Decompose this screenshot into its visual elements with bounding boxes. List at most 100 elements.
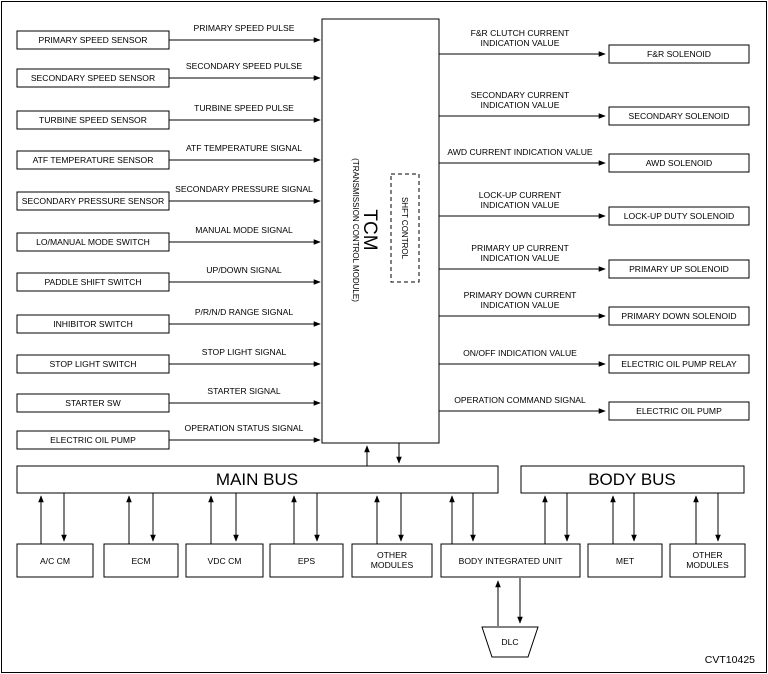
output-device-label: PRIMARY UP SOLENOID bbox=[629, 264, 729, 274]
output-device-label: F&R SOLENOID bbox=[647, 49, 711, 59]
output-device-label: LOCK-UP DUTY SOLENOID bbox=[624, 211, 734, 221]
output-device-box bbox=[608, 259, 750, 279]
input-device-label: INHIBITOR SWITCH bbox=[53, 319, 133, 329]
input-item: SECONDARY PRESSURE SENSOR SECONDARY PRESS… bbox=[16, 184, 321, 211]
tcm-block: TCM (TRANSMISSION CONTROL MODULE) SHFT C… bbox=[321, 18, 440, 444]
output-signal-label: LOCK-UP CURRENT bbox=[479, 190, 562, 200]
input-device-label: PADDLE SHIFT SWITCH bbox=[44, 277, 141, 287]
main-bus: MAIN BUS bbox=[16, 465, 499, 494]
input-device-label: SECONDARY PRESSURE SENSOR bbox=[22, 196, 164, 206]
output-device-box bbox=[608, 106, 750, 126]
body-bus: BODY BUS bbox=[520, 465, 745, 494]
output-signal-label: PRIMARY DOWN CURRENT bbox=[464, 290, 578, 300]
input-devices: PRIMARY SPEED SENSOR PRIMARY SPEED PULSE S… bbox=[16, 23, 321, 450]
input-signal-label: SECONDARY SPEED PULSE bbox=[186, 61, 302, 71]
input-item: ATF TEMPERATURE SENSOR ATF TEMPERATURE SI… bbox=[16, 143, 321, 170]
input-signal-label: STOP LIGHT SIGNAL bbox=[202, 347, 287, 357]
output-item: AWD SOLENOID AWD CURRENT INDICATION VALUE bbox=[439, 147, 750, 173]
module-label: VDC CM bbox=[208, 556, 242, 566]
output-device-box bbox=[608, 44, 750, 64]
module-box bbox=[16, 543, 94, 578]
output-device-box bbox=[608, 354, 750, 374]
figure-code: CVT10425 bbox=[705, 654, 755, 666]
input-device-label: LO/MANUAL MODE SWITCH bbox=[36, 237, 150, 247]
module-item: A/C CM bbox=[16, 543, 94, 578]
module-label: OTHER bbox=[377, 550, 407, 560]
output-device-label: ELECTRIC OIL PUMP bbox=[636, 406, 722, 416]
input-signal-label: SECONDARY PRESSURE SIGNAL bbox=[175, 184, 313, 194]
tcm-subtitle: (TRANSMISSION CONTROL MODULE) bbox=[351, 158, 360, 302]
output-item: LOCK-UP DUTY SOLENOID LOCK-UP CURRENTINDI… bbox=[439, 190, 750, 226]
output-signal-label: SECONDARY CURRENT bbox=[471, 90, 570, 100]
input-signal-label: MANUAL MODE SIGNAL bbox=[195, 225, 293, 235]
output-signal-label: ON/OFF INDICATION VALUE bbox=[463, 348, 577, 358]
output-device-label: PRIMARY DOWN SOLENOID bbox=[621, 311, 736, 321]
output-signal-label: INDICATION VALUE bbox=[481, 100, 560, 110]
module-item: BODY INTEGRATED UNIT bbox=[440, 543, 581, 578]
output-item: SECONDARY SOLENOID SECONDARY CURRENTINDIC… bbox=[439, 90, 750, 126]
output-signal-label: INDICATION VALUE bbox=[481, 300, 560, 310]
main-bus-label: MAIN BUS bbox=[216, 470, 298, 489]
output-signal-label: F&R CLUTCH CURRENT bbox=[471, 28, 571, 38]
output-item: ELECTRIC OIL PUMP OPERATION COMMAND SIGNA… bbox=[439, 395, 750, 421]
output-signal-label: INDICATION VALUE bbox=[481, 253, 560, 263]
output-item: PRIMARY UP SOLENOID PRIMARY UP CURRENTIND… bbox=[439, 243, 750, 279]
module-label: MODULES bbox=[686, 560, 729, 570]
output-device-box bbox=[608, 153, 750, 173]
module-box bbox=[440, 543, 581, 578]
module-box bbox=[185, 543, 264, 578]
module-label: EPS bbox=[298, 556, 315, 566]
input-signal-label: ATF TEMPERATURE SIGNAL bbox=[186, 143, 302, 153]
module-label: OTHER bbox=[692, 550, 722, 560]
shift-control-box bbox=[390, 173, 420, 283]
input-device-label: PRIMARY SPEED SENSOR bbox=[38, 35, 147, 45]
output-device-box bbox=[608, 306, 750, 326]
input-signal-label: OPERATION STATUS SIGNAL bbox=[185, 423, 304, 433]
input-item: SECONDARY SPEED SENSOR SECONDARY SPEED PU… bbox=[16, 61, 321, 88]
output-device-label: ELECTRIC OIL PUMP RELAY bbox=[621, 359, 737, 369]
module-item: VDC CM bbox=[185, 543, 264, 578]
input-item: STARTER SW STARTER SIGNAL bbox=[16, 386, 321, 413]
dlc-label: DLC bbox=[501, 637, 518, 647]
body-bus-label: BODY BUS bbox=[588, 470, 676, 489]
input-signal-label: STARTER SIGNAL bbox=[207, 386, 280, 396]
output-device-box bbox=[608, 206, 750, 226]
output-signal-label: PRIMARY UP CURRENT bbox=[471, 243, 569, 253]
input-signal-label: UP/DOWN SIGNAL bbox=[206, 265, 282, 275]
module-label: MET bbox=[616, 556, 635, 566]
output-signal-label: INDICATION VALUE bbox=[481, 38, 560, 48]
module-label: A/C CM bbox=[40, 556, 70, 566]
module-label: MODULES bbox=[371, 560, 414, 570]
output-signal-label: OPERATION COMMAND SIGNAL bbox=[454, 395, 586, 405]
output-device-label: SECONDARY SOLENOID bbox=[629, 111, 730, 121]
module-item: MET bbox=[587, 543, 663, 578]
output-signal-label: AWD CURRENT INDICATION VALUE bbox=[447, 147, 593, 157]
input-device-label: ATF TEMPERATURE SENSOR bbox=[33, 155, 154, 165]
input-device-label: ELECTRIC OIL PUMP bbox=[50, 435, 136, 445]
output-signal-label: INDICATION VALUE bbox=[481, 200, 560, 210]
module-box bbox=[669, 543, 746, 578]
output-item: PRIMARY DOWN SOLENOID PRIMARY DOWN CURREN… bbox=[439, 290, 750, 326]
input-signal-label: PRIMARY SPEED PULSE bbox=[194, 23, 295, 33]
output-device-label: AWD SOLENOID bbox=[646, 158, 713, 168]
input-item: ELECTRIC OIL PUMP OPERATION STATUS SIGNAL bbox=[16, 423, 321, 450]
input-device-label: STARTER SW bbox=[65, 398, 121, 408]
output-device-box bbox=[608, 401, 750, 421]
body-bus-box bbox=[520, 465, 745, 494]
module-item: ECM bbox=[103, 543, 179, 578]
input-signal-label: P/R/N/D RANGE SIGNAL bbox=[195, 307, 294, 317]
input-device-label: SECONDARY SPEED SENSOR bbox=[31, 73, 155, 83]
shift-control-label: SHFT CONTROL bbox=[400, 197, 409, 260]
input-signal-label: TURBINE SPEED PULSE bbox=[194, 103, 294, 113]
dlc-connector: DLC bbox=[481, 578, 539, 658]
module-box bbox=[587, 543, 663, 578]
module-item: EPS bbox=[269, 543, 344, 578]
dlc-shape bbox=[481, 626, 539, 658]
